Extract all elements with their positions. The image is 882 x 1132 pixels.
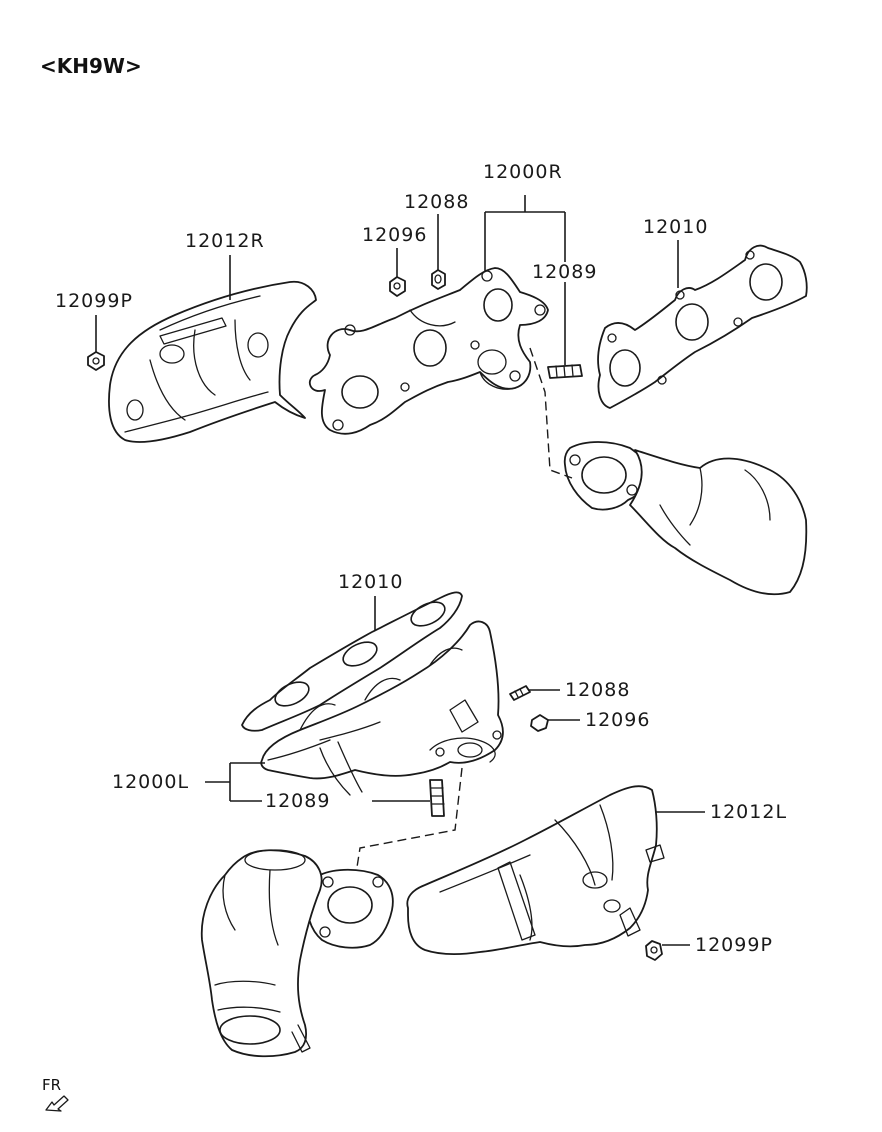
gasket-upper [597,244,808,409]
catalytic-converter-lower [200,849,394,1058]
engine-code-title: <KH9W> [40,54,142,78]
label-12000R: 12000R [483,161,563,183]
nut-upper-12088 [431,269,446,290]
label-12088-upper: 12088 [404,191,469,213]
label-12000L: 12000L [112,771,189,793]
nut-lower-12096 [530,714,549,732]
label-12096-upper: 12096 [362,224,427,246]
nut-upper-12096 [389,276,406,297]
label-12088-lower: 12088 [565,679,630,701]
exhaust-manifold-lower [260,620,504,796]
label-12010-upper: 12010 [643,216,708,238]
fr-label: FR [42,1076,61,1094]
heat-protector-lower [406,785,665,955]
label-12089-lower: 12089 [265,790,330,812]
exhaust-pipe-upper [563,441,808,596]
exhaust-manifold-upper [308,267,549,435]
stud-lower-12088 [509,685,531,701]
label-12099P-upper: 12099P [55,290,133,312]
label-12089-upper: 12089 [532,261,597,283]
label-12012R: 12012R [185,230,265,252]
stud-lower-12089 [429,779,445,817]
leader-lines [95,195,705,946]
stud-upper-12089 [547,364,583,379]
front-arrow-icon [45,1095,69,1112]
label-12010-lower: 12010 [338,571,403,593]
label-12012L: 12012L [710,801,787,823]
dashed-guide-upper [529,347,573,479]
label-12099P-lower: 12099P [695,934,773,956]
heat-protector-upper [108,280,317,443]
gasket-lower [241,591,463,732]
nut-lower-right [645,940,663,961]
label-12096-lower: 12096 [585,709,650,731]
nut-upper-left [87,351,105,371]
dashed-guide-lower [354,767,463,881]
